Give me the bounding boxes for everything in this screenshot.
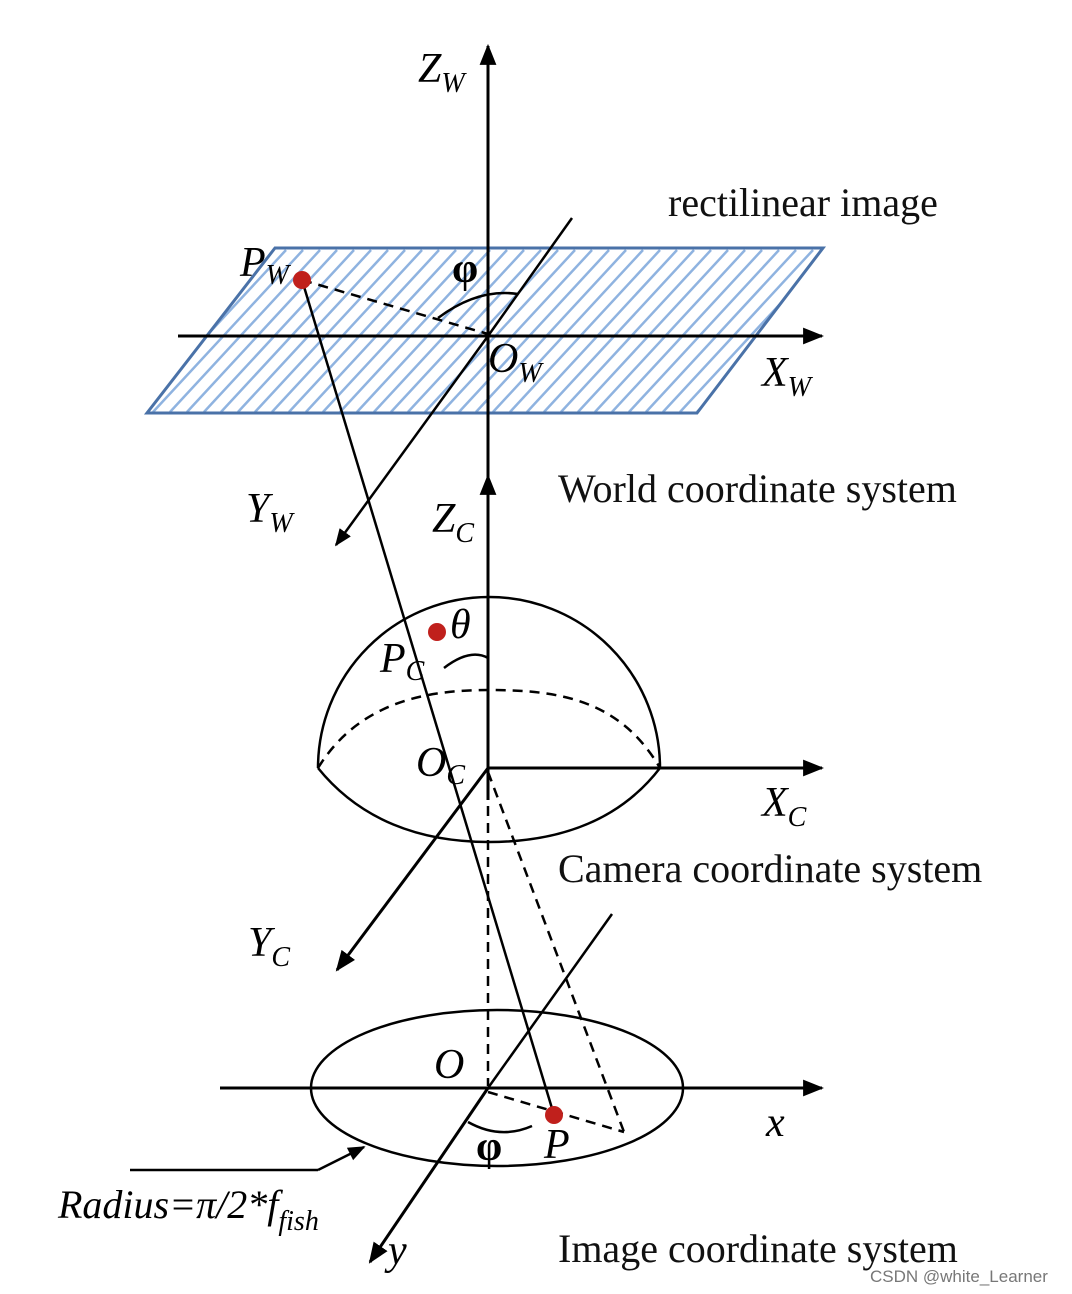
caption-image-coordinate-system: Image coordinate system <box>558 1226 958 1271</box>
yw-axis <box>334 335 490 547</box>
caption-rectilinear-image: rectilinear image <box>668 180 938 225</box>
label-p: P <box>543 1122 570 1168</box>
watermark: CSDN @white_Learner <box>870 1267 1048 1286</box>
hatch-line <box>509 249 661 413</box>
hatch-line <box>203 249 355 413</box>
caption-camera-coordinate-system: Camera coordinate system <box>558 846 982 891</box>
hatch-line <box>543 249 695 413</box>
hatch-line <box>662 249 814 413</box>
pw-ow-dashed <box>301 278 489 336</box>
hatch-line <box>645 249 797 413</box>
hatch-line <box>458 249 610 413</box>
point-pw <box>293 271 311 289</box>
hatch-line <box>305 249 457 413</box>
projection-ray <box>300 279 556 1116</box>
label-y: y <box>384 1228 407 1274</box>
label-phi-top: φ <box>452 246 478 292</box>
label-radius: Radius=π/2*ffish <box>57 1182 319 1237</box>
label-theta: θ <box>450 602 471 648</box>
label-x: x <box>765 1100 785 1146</box>
oc-corner-dashed <box>486 771 626 1133</box>
hatch-line <box>147 249 168 413</box>
hatch-line <box>152 249 304 413</box>
hatch-line <box>407 249 559 413</box>
hatch-line <box>356 249 508 413</box>
label-ow: OW <box>488 336 544 389</box>
hatch-line <box>186 249 338 413</box>
label-pc: PC <box>379 636 425 687</box>
label-zw: ZW <box>418 46 467 99</box>
label-yw: YW <box>246 486 295 539</box>
caption-world-coordinate-system: World coordinate system <box>558 466 957 511</box>
phi-arc-top <box>437 291 519 320</box>
phi-arc-bottom <box>467 1120 533 1134</box>
yc-axis <box>335 767 490 972</box>
y-axis-back <box>486 913 614 1089</box>
label-xc: XC <box>760 780 807 833</box>
hemisphere-back-rim <box>316 688 662 769</box>
hatch-line <box>237 249 389 413</box>
hatch-line <box>390 249 542 413</box>
hatch-line <box>288 249 440 413</box>
plane-outline <box>143 246 827 415</box>
label-xw: XW <box>760 350 814 403</box>
hatch-line <box>271 249 423 413</box>
hatch-line <box>147 249 151 413</box>
hatch-line <box>577 249 729 413</box>
yw-axis-back <box>486 217 574 337</box>
hatch-line <box>492 249 644 413</box>
label-zc: ZC <box>432 496 474 549</box>
label-phi-bottom: φ <box>476 1124 502 1170</box>
y-axis <box>368 1087 490 1264</box>
hatch-line <box>322 249 474 413</box>
hatch-line <box>628 249 780 413</box>
hatch-line <box>424 249 576 413</box>
rectilinear-image-plane <box>143 246 827 415</box>
hatch-line <box>526 249 678 413</box>
hatch-line <box>441 249 593 413</box>
hatch-line <box>594 249 746 413</box>
hatch-line <box>475 249 627 413</box>
point-pc <box>428 623 446 641</box>
label-pw: PW <box>239 240 292 291</box>
hatch-line <box>560 249 712 413</box>
hatch-line <box>220 249 372 413</box>
hatch-line <box>611 249 763 413</box>
hatch-line <box>254 249 406 413</box>
label-oc: OC <box>416 740 465 791</box>
radius-pointer <box>317 1145 366 1172</box>
label-o: O <box>434 1042 464 1088</box>
label-yc: YC <box>248 920 290 973</box>
hatch-line <box>339 249 491 413</box>
theta-arc <box>443 653 489 669</box>
hatch-line <box>373 249 525 413</box>
point-p <box>545 1106 563 1124</box>
